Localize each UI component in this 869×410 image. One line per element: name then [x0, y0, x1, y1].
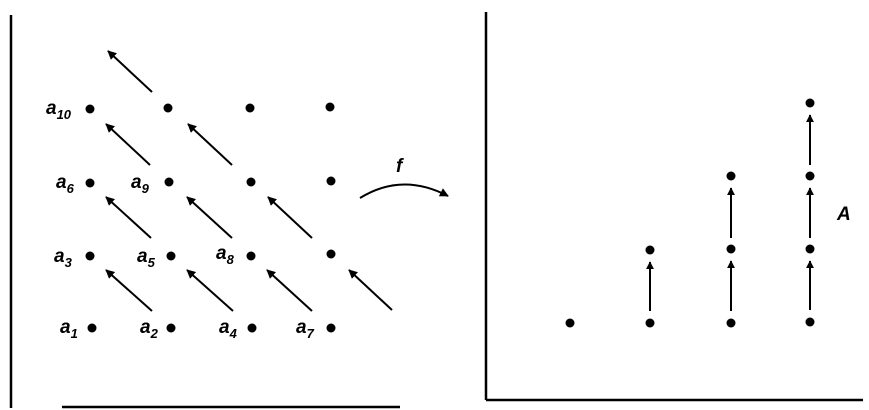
- label-a10: a10: [46, 98, 72, 122]
- vertical-arrows: [646, 114, 814, 311]
- dot-a1: [87, 323, 97, 333]
- label-a7: a7: [296, 317, 315, 341]
- label-a6: a6: [56, 172, 75, 196]
- arrow-a9-a10: [187, 123, 233, 166]
- right-dot-c3-r3: [726, 171, 736, 181]
- arrow-lower-right: [348, 269, 393, 311]
- arrow-a7-a8: [266, 269, 313, 312]
- dot-a10: [85, 104, 95, 114]
- dot-r1c4: [325, 102, 335, 112]
- set-label-a: A: [836, 204, 851, 225]
- label-a9: a9: [131, 172, 150, 196]
- dot-a3: [85, 251, 95, 261]
- dot-r3c4: [326, 249, 336, 259]
- arrow-a5-a6: [186, 196, 233, 239]
- dot-r2c3: [246, 177, 256, 187]
- enumeration-arrows: [105, 50, 393, 312]
- right-dot-c2-r1: [645, 318, 655, 328]
- right-dot-c4-r1: [805, 317, 815, 327]
- right-dot-c4-r3: [805, 171, 815, 181]
- label-a8: a8: [216, 243, 235, 267]
- dot-a5: [166, 251, 176, 261]
- left-dot-grid: [85, 102, 336, 333]
- label-a5: a5: [137, 246, 156, 270]
- left-labels: a1 a2 a4 a7 a3 a5 a8 a6 a9 a10: [46, 98, 315, 341]
- right-dot-c1-r1: [565, 318, 575, 328]
- arrow-a6-a7: [105, 123, 151, 166]
- dot-a7: [326, 323, 336, 333]
- mapping-label-f: f: [396, 156, 404, 177]
- arrow-a2-a3: [105, 269, 153, 312]
- dot-r2c4: [326, 176, 336, 186]
- right-dot-c4-r2: [805, 244, 815, 254]
- right-dot-c3-r1: [726, 318, 736, 328]
- right-dot-c2-r2: [645, 245, 655, 255]
- right-dots: [565, 98, 815, 328]
- left-panel: a1 a2 a4 a7 a3 a5 a8 a6 a9 a10: [9, 15, 400, 409]
- dot-r1c3: [245, 103, 255, 113]
- dot-a2: [166, 323, 176, 333]
- right-dot-c4-r4: [805, 98, 815, 108]
- right-dot-c3-r2: [726, 244, 736, 254]
- arrow-a8-a9: [267, 196, 313, 239]
- dot-a9: [164, 177, 174, 187]
- dot-a6: [85, 178, 95, 188]
- right-panel: A: [484, 12, 863, 402]
- mapping-arrow: [359, 183, 449, 199]
- arrow-a10-next: [107, 50, 153, 93]
- mapping-f: f: [359, 156, 449, 199]
- dot-r1c2: [163, 103, 173, 113]
- arrow-a3-a4: [105, 196, 152, 239]
- label-a2: a2: [140, 317, 159, 341]
- dot-a8: [246, 251, 256, 261]
- label-a1: a1: [60, 317, 78, 341]
- label-a4: a4: [219, 317, 238, 341]
- dot-a4: [247, 323, 257, 333]
- label-a3: a3: [54, 246, 73, 270]
- arrow-a4-a5: [186, 269, 234, 312]
